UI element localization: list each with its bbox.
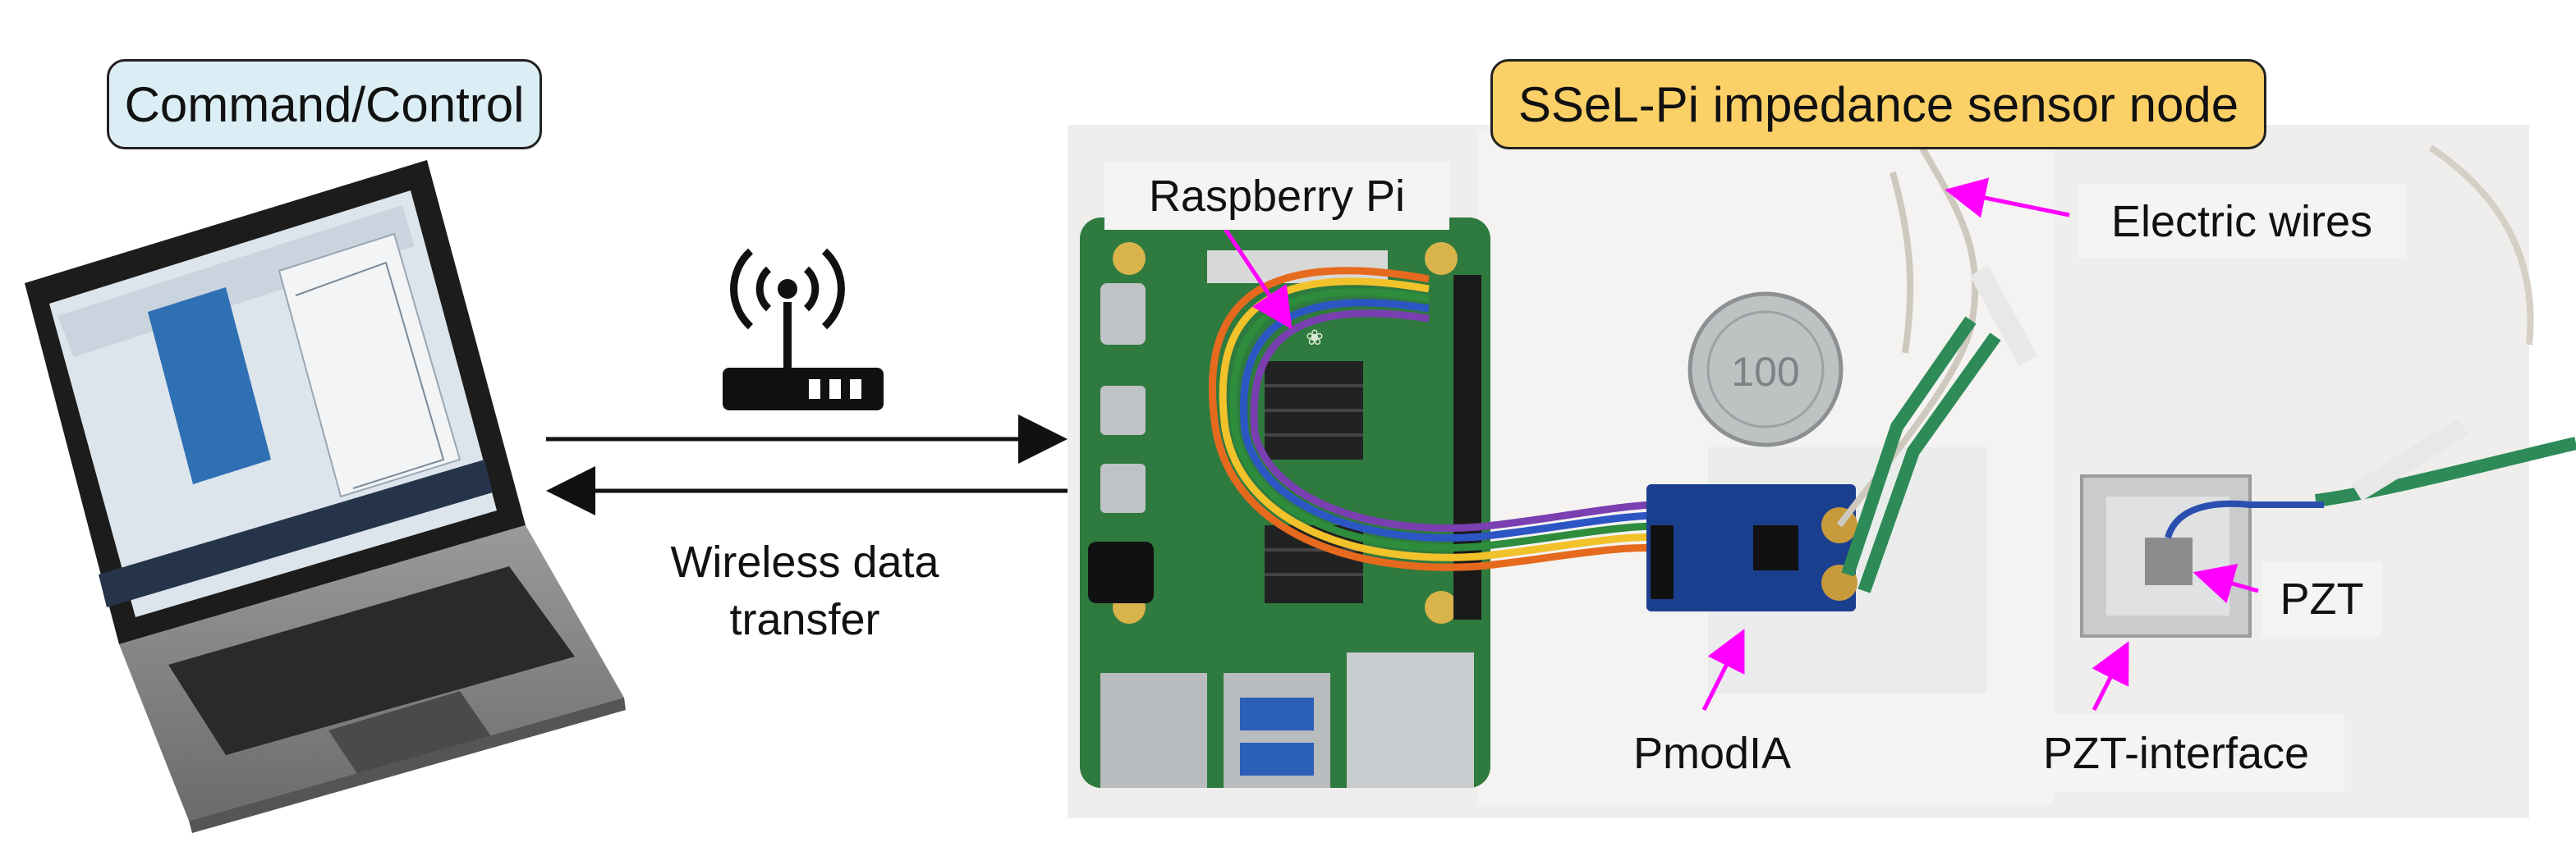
pzt-interface-block [2080,474,2324,638]
callout-raspberry-pi: Raspberry Pi [1104,163,1449,230]
callout-pzt-interface: PZT-interface [2008,714,2344,792]
callout-pzt: PZT [2262,562,2381,636]
svg-text:❀: ❀ [1306,325,1324,350]
callout-electric-wires: Electric wires [2078,185,2406,259]
sensor-node-label: SSeL-Pi impedance sensor node [1490,59,2266,149]
pmodia-board [1646,484,1857,611]
callout-arrows [1219,177,2259,712]
wireless-label: Wireless data transfer [632,533,977,648]
coin-label: 100 [1731,349,1799,395]
wireless-label-line2: transfer [729,595,880,645]
callout-pmodia: PmodIA [1577,714,1848,792]
command-control-label: Command/Control [107,59,542,149]
router-icon [723,248,884,410]
coin [1687,291,1844,447]
laptop-illustration [25,160,626,833]
wireless-label-line1: Wireless data [670,538,939,587]
